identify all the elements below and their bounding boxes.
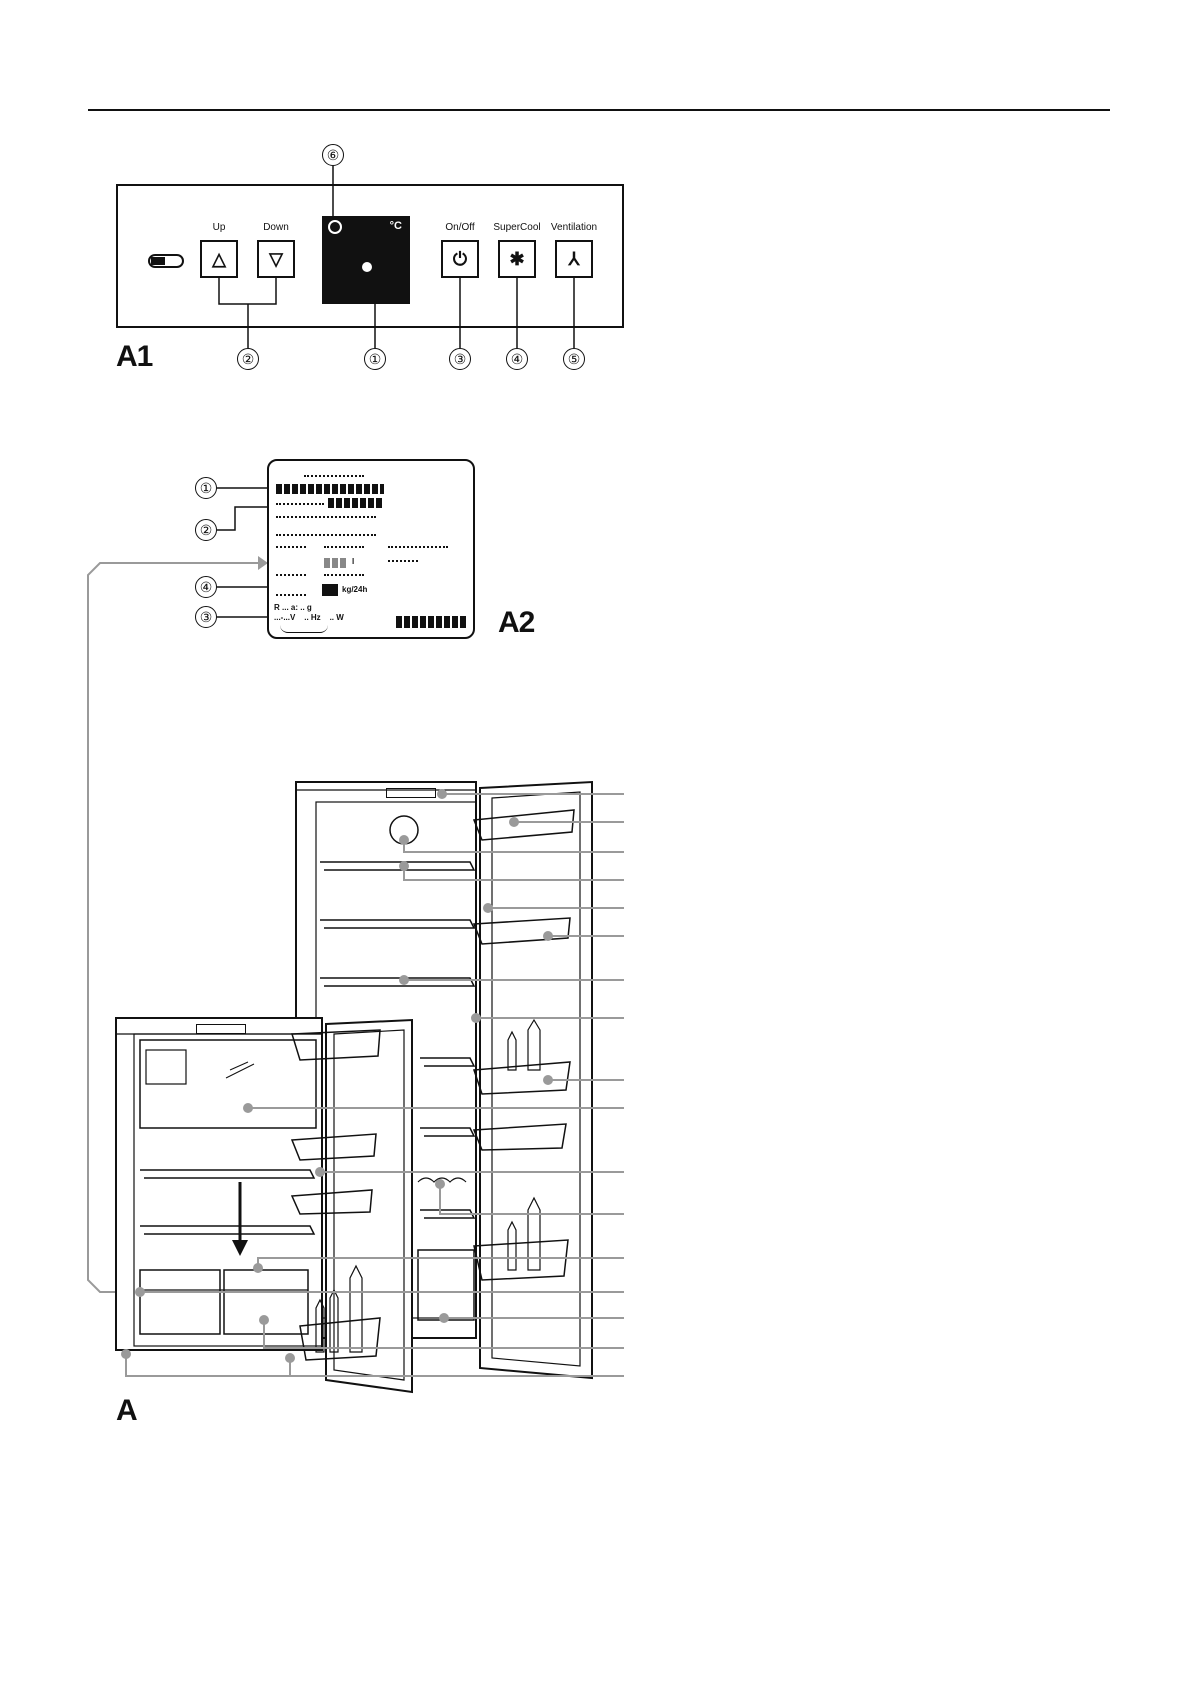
plate-cell-mark-4 xyxy=(388,560,418,562)
smiley-icon xyxy=(328,220,342,234)
callout-2: ② xyxy=(237,348,259,370)
callout-6: ⑥ xyxy=(322,144,344,166)
callout-4: ④ xyxy=(506,348,528,370)
figure-label-a: A xyxy=(116,1394,138,1427)
small-fridge-controls-icon xyxy=(196,1024,246,1034)
electrical-text: ...-...V .. Hz .. W xyxy=(274,613,344,622)
refrigerant-text: R ... a: .. g xyxy=(274,603,312,612)
figure-label-a2: A2 xyxy=(498,606,535,639)
temperature-display: °C xyxy=(322,216,410,304)
plate-cell-mark-6 xyxy=(324,574,364,576)
on-off-label: On/Off xyxy=(445,222,475,233)
capacity-unit: l xyxy=(352,557,355,566)
alarm-indicator-icon xyxy=(148,254,184,268)
plate-cell-mark-3 xyxy=(388,546,448,548)
plate-barcode-1 xyxy=(276,484,384,494)
header-rule xyxy=(88,109,1110,111)
plate-capacity-bar xyxy=(324,558,348,568)
down-arrow-icon: ▽ xyxy=(269,248,283,269)
callout-3: ③ xyxy=(449,348,471,370)
tall-fridge-controls-icon xyxy=(386,788,436,798)
plate-symbols-icon xyxy=(280,622,328,633)
plate-cell-mark-5 xyxy=(276,574,306,576)
up-label: Up xyxy=(212,222,226,233)
callout-1: ① xyxy=(364,348,386,370)
plate-cell-mark-2 xyxy=(324,546,364,548)
plate-callout-2: ② xyxy=(195,519,217,541)
supercool-button[interactable]: ✱ xyxy=(498,240,536,278)
up-button[interactable]: △ xyxy=(200,240,238,278)
plate-callout-4: ④ xyxy=(195,576,217,598)
figure-label-a1: A1 xyxy=(116,340,153,373)
freeze-unit: kg/24h xyxy=(342,585,368,594)
up-arrow-icon: △ xyxy=(212,248,226,269)
plate-serial-line xyxy=(276,503,324,505)
fan-icon: ⅄ xyxy=(568,248,580,269)
plate-cell-mark-1 xyxy=(276,546,306,548)
plate-barcode-3 xyxy=(396,616,468,628)
power-icon: ⏻ xyxy=(452,248,468,269)
plate-barcode-2 xyxy=(328,498,384,508)
snowflake-icon: ✱ xyxy=(509,248,525,269)
on-off-button[interactable]: ⏻ xyxy=(441,240,479,278)
plate-freeze-bar xyxy=(322,584,338,596)
plate-text-block xyxy=(276,516,376,536)
ventilation-label: Ventilation xyxy=(550,222,598,233)
celsius-unit: °C xyxy=(389,220,402,232)
display-dot xyxy=(362,262,372,272)
plate-cell-mark-7 xyxy=(276,594,306,596)
down-label: Down xyxy=(263,222,289,233)
ventilation-button[interactable]: ⅄ xyxy=(555,240,593,278)
plate-callout-3: ③ xyxy=(195,606,217,628)
plate-callout-1: ① xyxy=(195,477,217,499)
callout-5: ⑤ xyxy=(563,348,585,370)
plate-model-line xyxy=(304,475,364,477)
supercool-label: SuperCool xyxy=(493,222,541,233)
down-button[interactable]: ▽ xyxy=(257,240,295,278)
